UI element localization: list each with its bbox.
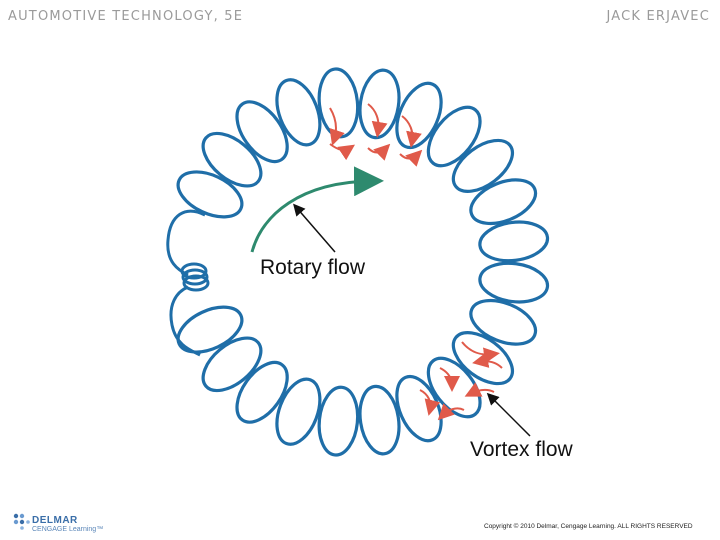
coil-loop [235,360,289,424]
vortex-arrow [419,389,441,416]
coil-loop [176,170,244,219]
vortex-pointer-line [486,392,531,437]
vortex-flow-label: Vortex flow [470,438,573,461]
rotary-flow-arrow [250,166,384,253]
rotary-flow-label: Rotary flow [260,256,366,279]
coil-loop [451,138,514,193]
vortex-arrow [464,382,495,397]
vortex-arrow [329,107,345,146]
vortex-arrow [399,149,423,167]
logo-name: DELMAR [32,515,78,526]
vortex-arrow [329,143,355,161]
delmar-logo-icon [13,513,30,530]
coil-loop [176,305,244,354]
header-left-title: AUTOMOTIVE TECHNOLOGY, 5E [8,9,244,24]
coil-loop [201,131,263,188]
copyright-notice: Copyright © 2010 Delmar, Cengage Learnin… [484,523,693,530]
coil-lead-loop [180,262,208,280]
header-right-title: JACK ERJAVEC [606,9,710,24]
rotary-pointer-line [293,203,336,253]
vortex-arrow [439,367,460,392]
vortex-arrow [401,115,422,148]
vortex-arrow [367,143,391,161]
vortex-arrow [437,403,465,421]
vortex-arrow [461,341,500,364]
coil-loop [451,331,514,386]
coil-loop [469,298,538,346]
coil-lead-loop [182,274,210,292]
coil-loop [478,220,550,263]
vortex-arrow [472,352,503,369]
vortex-arrow [367,103,388,138]
coil-loop [469,178,538,226]
coil-loop [201,336,263,393]
coil-loop [317,385,360,457]
coil-loop [478,261,550,304]
coil-loop [275,78,322,147]
coil-lead-loop [181,268,209,286]
coil-loop [426,105,482,168]
coil-loop [275,377,322,446]
coil-loop [317,67,360,139]
logo-subtitle: CENGAGE Learning™ [32,526,104,533]
coil-lead-wire [166,209,206,357]
coil-loop [395,81,443,150]
coil-loop [358,384,401,456]
coil-loop [235,100,289,164]
